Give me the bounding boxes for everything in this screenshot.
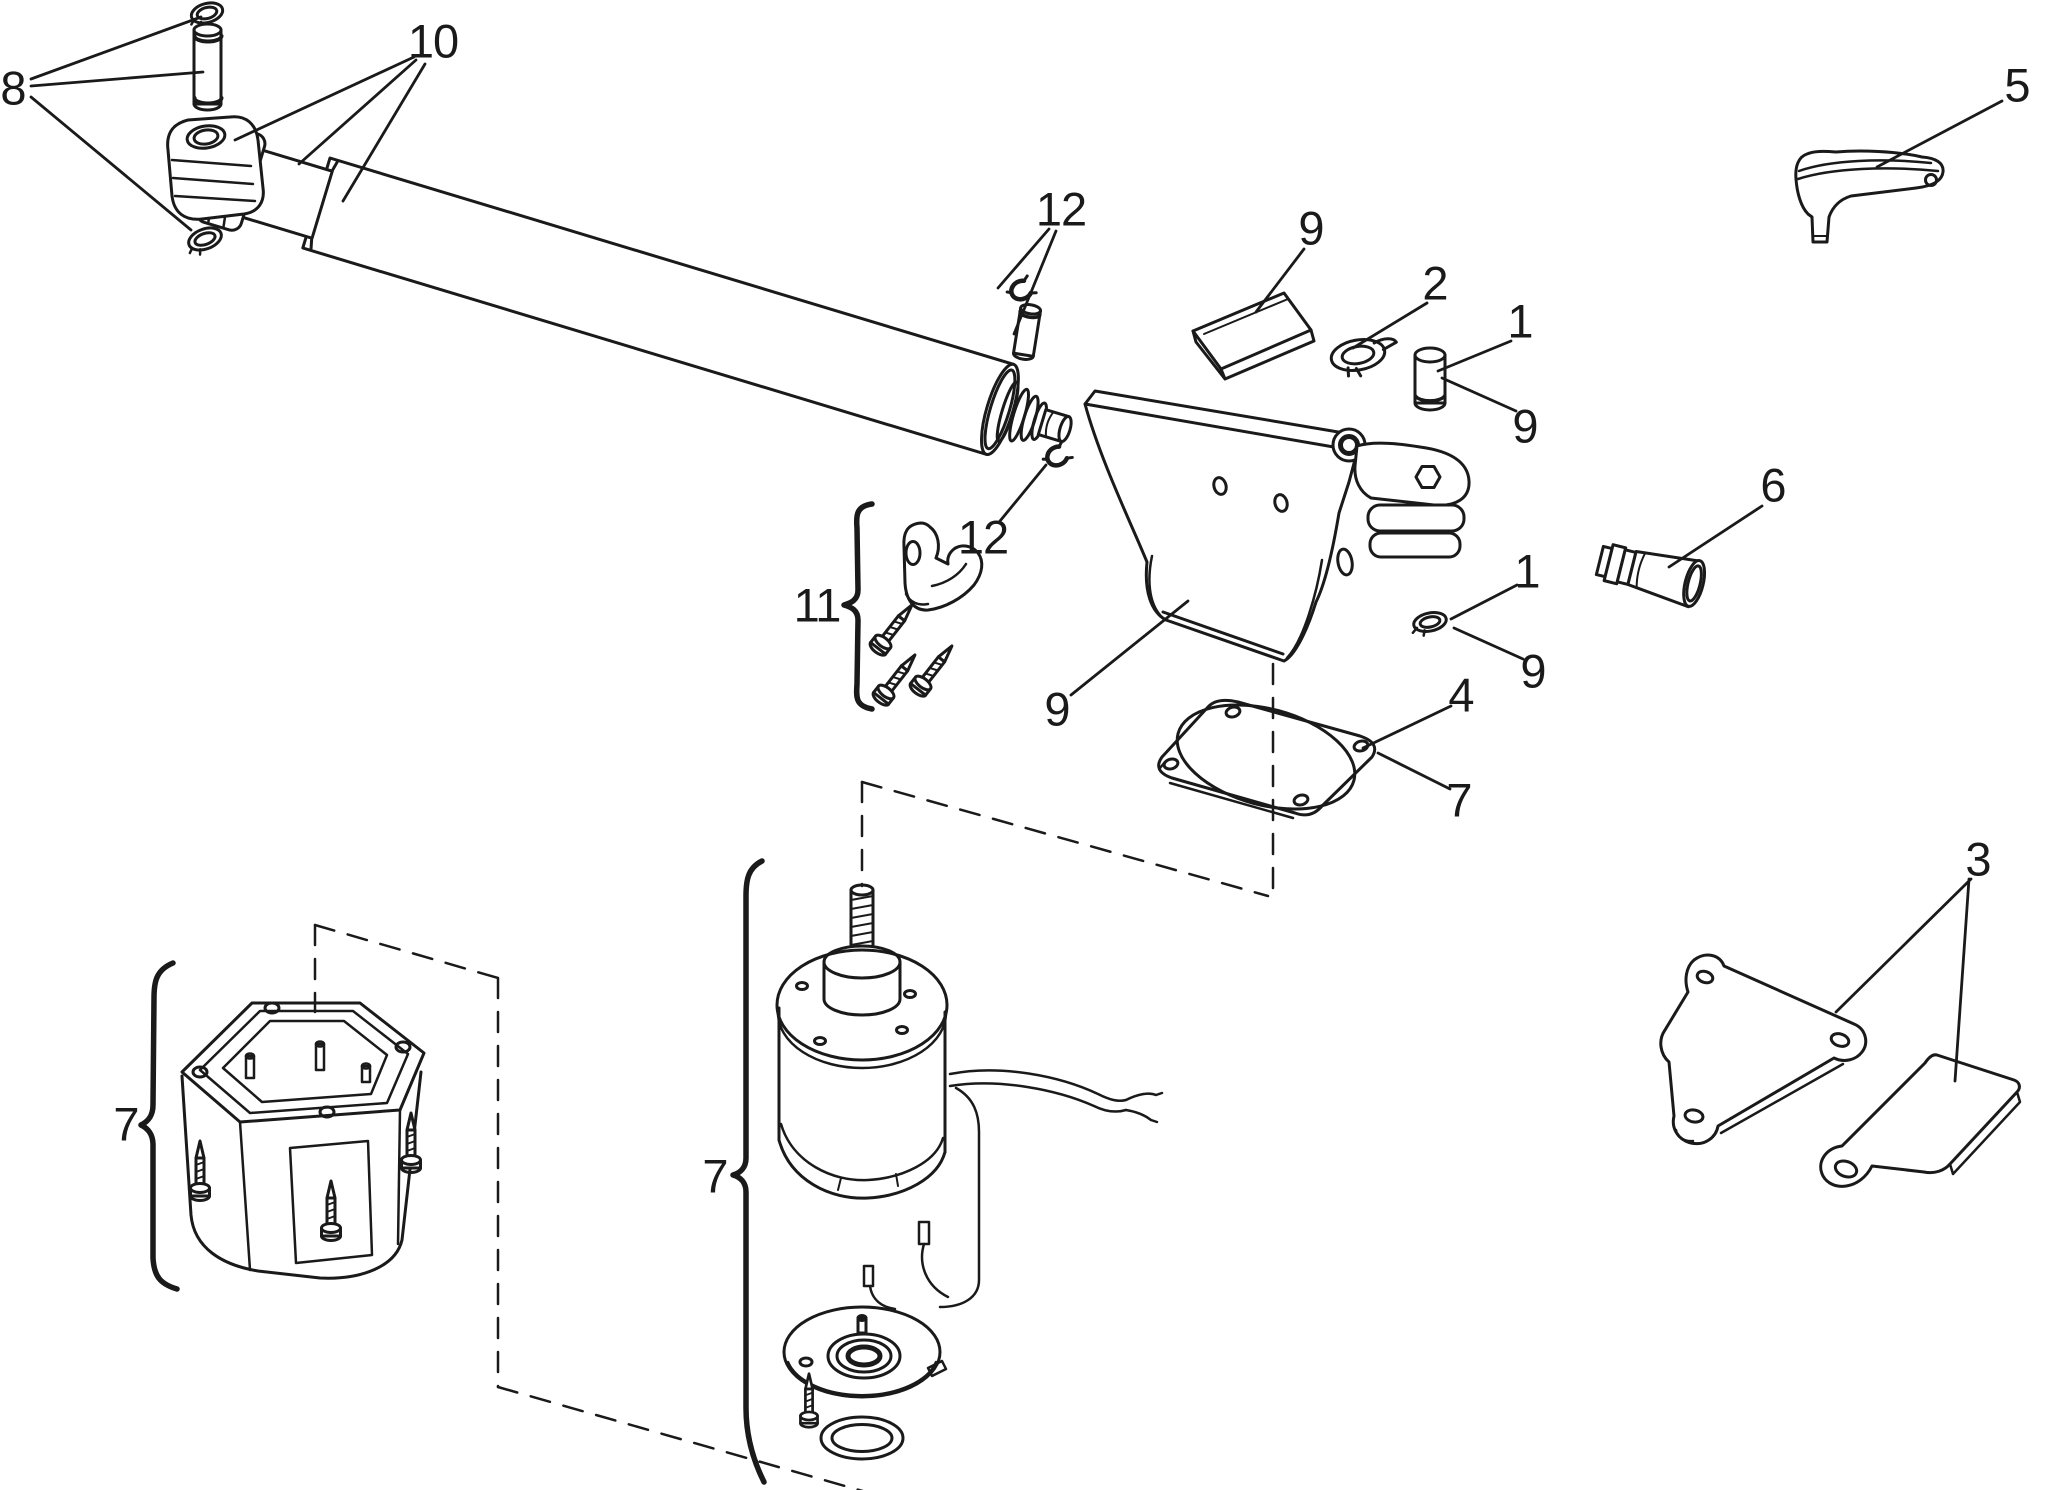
part-9-gearbox-housing [1083,389,1471,663]
callout-10: 10 [407,14,459,68]
part-9-cover-pad [1191,291,1316,381]
motor-wires [862,1069,1164,1311]
part-11-clip-kit [866,521,984,710]
callout-7-gasket: 7 [1446,773,1472,827]
callout-1-lower: 1 [1514,544,1540,598]
part-6-cable-boot [1594,543,1707,609]
part-7-hex-housing-cup [180,1001,426,1280]
callout-9-pin: 9 [1512,399,1538,453]
part-8-pin-and-snap-rings [187,1,225,256]
part-10-tube-assembly [166,115,1073,457]
callout-4: 4 [1448,668,1474,722]
part-4-flange-gasket [1157,698,1377,820]
callout-9-ring: 9 [1520,644,1546,698]
part-3-mounting-brackets [1659,953,2022,1188]
callout-9-pad: 9 [1298,201,1324,255]
tube-end-clevis-block [166,115,265,221]
callout-6: 6 [1760,458,1786,512]
alignment-dashed-lines [313,662,1275,1490]
callout-7-cup: 7 [113,1097,139,1151]
callout-5: 5 [2004,58,2030,112]
callout-11: 11 [793,578,842,632]
callout-12-upper: 12 [1035,182,1087,236]
callout-1-upper: 1 [1507,294,1533,348]
part-1-retaining-ring [1411,611,1448,637]
callout-12-lower: 12 [957,510,1009,564]
grouping-braces [138,501,875,1485]
callout-2: 2 [1422,256,1448,310]
callout-3: 3 [1965,832,1991,886]
clevis-pin [192,22,224,112]
part-7-electric-motor [775,883,1164,1461]
callout-8: 8 [0,61,26,115]
leader-lines [29,15,2004,1083]
callout-7-motor: 7 [702,1149,728,1203]
part-5-release-lever [1794,149,1945,244]
part-1-pivot-pin [1413,346,1447,412]
callout-9-housing: 9 [1044,682,1070,736]
